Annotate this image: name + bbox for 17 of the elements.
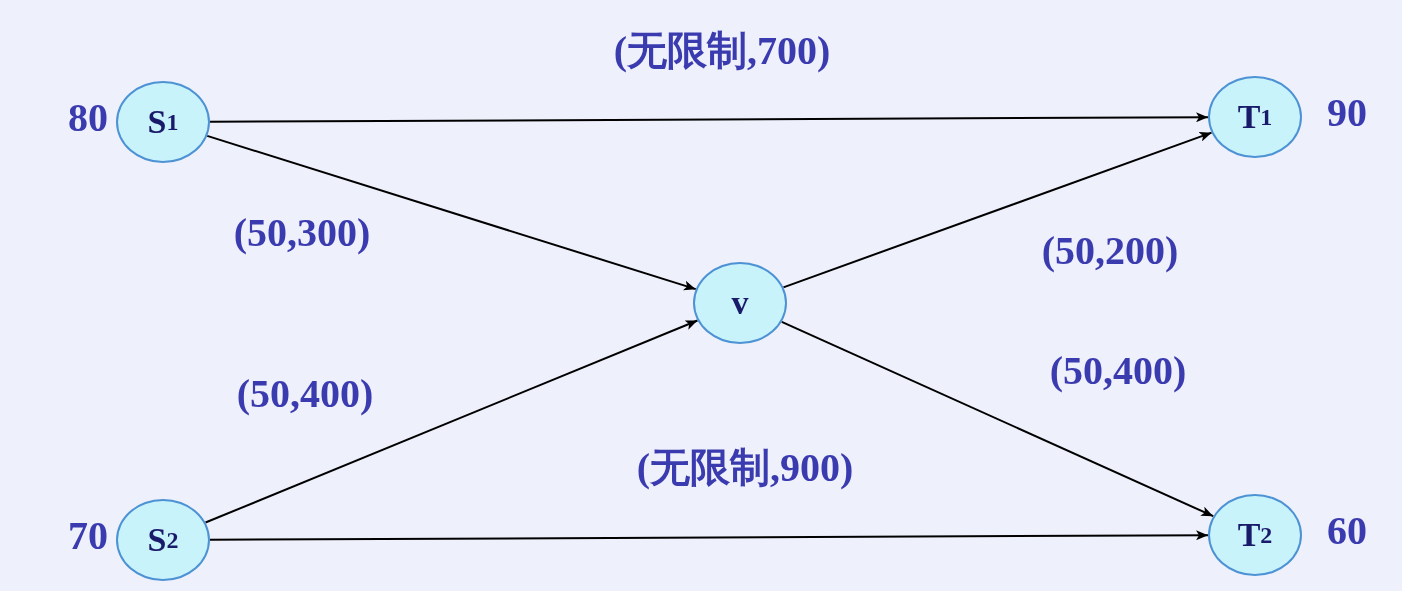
arrow — [782, 131, 1213, 289]
edge-label: (50,200) — [1041, 226, 1179, 274]
arrow — [206, 134, 697, 291]
node-circle: v — [693, 262, 787, 344]
edge-label: (50,400) — [236, 369, 374, 417]
arrow — [204, 319, 699, 524]
node-value: 80 — [68, 94, 108, 141]
arrow — [209, 112, 1209, 123]
edge-label: (无限制,900) — [636, 443, 854, 492]
edge-label: (无限制,700) — [613, 26, 831, 75]
node-value: 90 — [1327, 89, 1367, 136]
edge-label: (50,300) — [233, 208, 371, 256]
node-value: 60 — [1327, 507, 1367, 554]
node-value: 70 — [68, 512, 108, 559]
edge-label: (50,400) — [1049, 346, 1187, 394]
arrow — [780, 320, 1215, 518]
arrow — [209, 530, 1209, 541]
